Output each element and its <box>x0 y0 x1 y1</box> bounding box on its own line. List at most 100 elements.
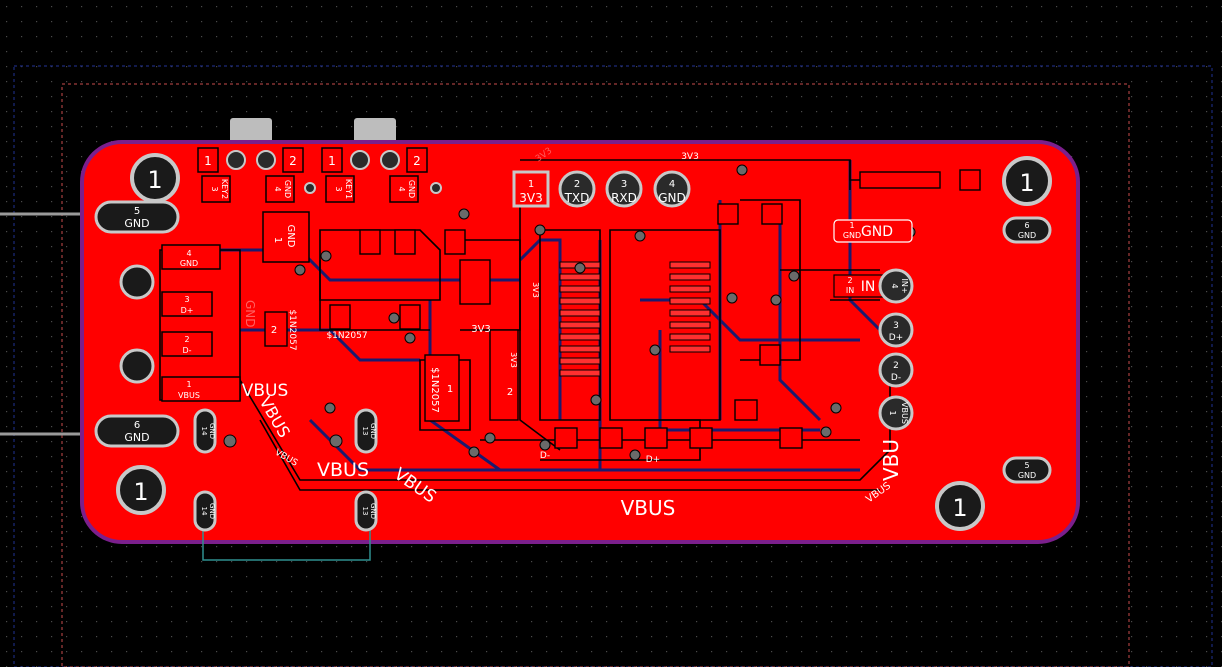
usb-pin-num: 1 <box>186 380 191 389</box>
right-pin-vbus[interactable]: 1 VBUS <box>878 395 914 431</box>
oval-pad-name: GND <box>208 423 216 439</box>
in-pad-num: 2 <box>847 276 852 285</box>
right-shield-pad[interactable]: 6 GND <box>1002 216 1052 244</box>
usb-shield-a-name: GND <box>124 217 149 230</box>
key1-pin4: 4 <box>397 186 406 191</box>
net-label-d-plus: D+ <box>646 455 660 465</box>
usb-pin-name: VBUS <box>178 391 200 400</box>
right-pin-name: D- <box>891 373 901 383</box>
net-label-vbus: VBUS <box>242 381 289 401</box>
usb-shield-b-num: 6 <box>134 420 140 431</box>
in-label: IN <box>861 279 876 295</box>
header-pin-name: TXD <box>564 191 590 205</box>
usb-pin[interactable]: 1 VBUS <box>161 376 241 402</box>
right-shield-num: 5 <box>1024 461 1029 470</box>
part-pin-1: 1 <box>447 384 453 395</box>
oval-pad-14-top[interactable]: 14 GND <box>193 408 217 454</box>
usb-pin-name: D- <box>182 346 191 355</box>
right-pin-num: 2 <box>893 361 899 371</box>
usb-pin-name: GND <box>180 259 198 268</box>
in-pad[interactable]: 2 IN IN <box>833 274 895 298</box>
mounting-hole-label: 1 <box>147 166 162 194</box>
net-label-3v3-top: 3V3 <box>681 152 699 162</box>
gnd-right-pad[interactable]: 1 GND GND <box>833 219 913 243</box>
usb-pin[interactable]: 4 GND <box>161 244 221 270</box>
oval-pad-num: 13 <box>361 507 369 516</box>
right-shield-num: 6 <box>1024 221 1029 230</box>
gnd-pad-num: 1 <box>272 237 283 243</box>
mounting-hole[interactable]: 1 <box>1002 156 1052 206</box>
part-pin-2: 2 <box>271 325 277 336</box>
right-pin-name: IN+ <box>900 278 909 293</box>
right-pin-d-minus[interactable]: 2 D- <box>878 352 914 388</box>
net-label-3v3-vert: 3V3 <box>531 282 540 298</box>
header-pin-gnd[interactable]: 4 GND <box>653 170 691 208</box>
right-pin-num: 3 <box>893 321 899 331</box>
mounting-hole[interactable]: 1 <box>130 153 180 203</box>
key1-p2: 2 <box>413 154 421 168</box>
ic-pads-right <box>669 261 711 353</box>
key1-name: KEY1 <box>344 179 353 199</box>
mounting-hole-label: 1 <box>1019 169 1034 197</box>
oval-pad-name: GND <box>208 503 216 519</box>
usb-pin[interactable]: 3 D+ <box>161 291 213 317</box>
right-shield-name: GND <box>1018 231 1036 240</box>
usb-shield-pad-b[interactable]: 6 GND <box>94 414 180 448</box>
usb-pin-num: 3 <box>184 295 189 304</box>
header-pin-3v3[interactable]: 1 3V3 <box>512 170 550 208</box>
plain-hole <box>119 264 155 300</box>
mounting-hole[interactable]: 1 <box>935 481 985 531</box>
net-label-3v3-mid: 3V3 <box>471 324 491 335</box>
net-label-gnd-left: GND <box>243 300 257 328</box>
plain-hole <box>119 348 155 384</box>
key2-pin4: 4 <box>273 186 282 191</box>
in-pad-name: IN <box>846 286 854 295</box>
right-shield-pad[interactable]: 5 GND <box>1002 456 1052 484</box>
gnd-right-name: GND <box>843 231 861 240</box>
key2-actuator <box>230 118 272 144</box>
cyan-wire <box>202 510 371 561</box>
net-label-vbus: VBUS <box>317 459 369 481</box>
net-label-d-minus: D- <box>540 451 550 461</box>
usb-shield-pad-a[interactable]: 5 GND <box>94 200 180 234</box>
header-pin-name: 3V3 <box>519 191 542 205</box>
usb-pin[interactable]: 2 D- <box>161 331 213 357</box>
right-shield-name: GND <box>1018 471 1036 480</box>
net-label-3v3-vert2: 3V3 <box>509 352 518 368</box>
header-pin-num: 4 <box>669 179 675 190</box>
oval-pad-num: 13 <box>361 427 369 436</box>
header-pin-num: 3 <box>621 179 627 190</box>
key1-p1: 1 <box>328 154 336 168</box>
key2-p1: 1 <box>204 154 212 168</box>
usb-pin-name: D+ <box>181 306 194 315</box>
right-pin-num: 1 <box>888 410 897 415</box>
right-pin-d-plus[interactable]: 3 D+ <box>878 312 914 348</box>
oval-pad-num: 14 <box>200 507 208 516</box>
header-pin-txd[interactable]: 2 TXD <box>558 170 596 208</box>
mounting-hole[interactable]: 1 <box>116 465 166 515</box>
key2-name: KEY2 <box>220 179 229 199</box>
key1-switch[interactable]: 1 2 3 KEY1 4 GND <box>321 147 442 203</box>
key2-pin3: 3 <box>210 186 219 191</box>
oval-pad-13-top[interactable]: 13 GND <box>354 408 378 454</box>
usb-pin-num: 2 <box>184 335 189 344</box>
gnd-right-label: GND <box>861 224 893 240</box>
header-pin-num: 2 <box>574 179 580 190</box>
oval-pad-14-bottom[interactable]: 14 GND <box>193 490 217 532</box>
part-pin-2b: 2 <box>507 387 513 398</box>
header-pin-rxd[interactable]: 3 RXD <box>605 170 643 208</box>
part-label-1n2057-a: $1N2057 <box>287 309 297 350</box>
gnd-pad[interactable]: 1 GND <box>262 211 310 263</box>
header-pin-num: 1 <box>528 179 534 190</box>
vias <box>223 164 916 461</box>
key2-pin4net: GND <box>283 180 292 198</box>
net-label-vbus: VBU <box>879 439 903 481</box>
oval-pad-name: GND <box>369 503 377 519</box>
key2-switch[interactable]: 1 2 3 KEY2 4 GND <box>197 147 316 203</box>
oval-pad-13-bottom[interactable]: 13 GND <box>354 490 378 532</box>
mounting-hole-label: 1 <box>133 478 148 506</box>
right-pin-in-plus[interactable]: 4 IN+ <box>878 268 914 304</box>
oval-pad-name: GND <box>369 423 377 439</box>
